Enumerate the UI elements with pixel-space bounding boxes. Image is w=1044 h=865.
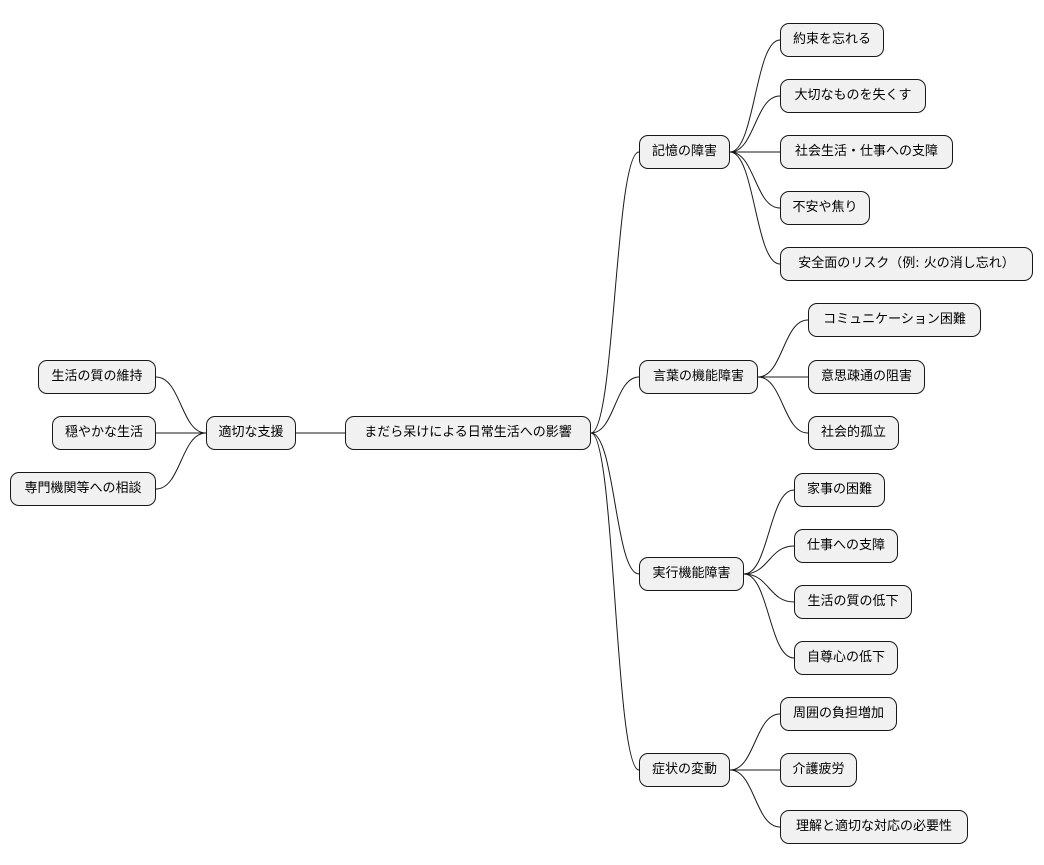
- connector-line: [757, 376, 809, 434]
- branch-node-support: 適切な支援: [206, 416, 296, 450]
- leaf-node: 理解と適切な対応の必要性: [780, 810, 968, 844]
- leaf-node: 意思疎通の阻害: [808, 360, 925, 394]
- leaf-node: 介護疲労: [780, 753, 857, 787]
- leaf-node: 社会生活・仕事への支障: [780, 135, 953, 169]
- connector-line: [590, 376, 640, 434]
- connector-line: [743, 573, 795, 659]
- leaf-node: 大切なものを失くす: [780, 79, 926, 113]
- leaf-node: 穏やかな生活: [52, 416, 156, 450]
- connector-line: [729, 151, 781, 265]
- leaf-node: 約束を忘れる: [780, 23, 884, 57]
- branch-node-executive: 実行機能障害: [639, 557, 744, 591]
- connector-line: [757, 319, 809, 378]
- branch-node-fluctuation: 症状の変動: [639, 753, 730, 787]
- leaf-node: 不安や焦り: [780, 191, 870, 225]
- branch-node-memory: 記憶の障害: [639, 135, 730, 169]
- connector-line: [590, 432, 640, 771]
- leaf-node: 仕事への支障: [794, 529, 898, 563]
- connector-line: [590, 432, 640, 575]
- connector-line: [729, 713, 781, 771]
- branch-node-language: 言葉の機能障害: [639, 360, 758, 394]
- connector-line: [155, 376, 207, 434]
- leaf-node: 生活の質の低下: [794, 585, 912, 619]
- connector-line: [155, 432, 207, 490]
- leaf-node: コミュニケーション困難: [808, 303, 981, 337]
- leaf-node: 周囲の負担増加: [780, 697, 897, 731]
- leaf-node: 家事の困難: [794, 473, 885, 507]
- connector-line: [743, 573, 795, 603]
- connector-line: [729, 95, 781, 153]
- connector-line: [743, 545, 795, 575]
- connector-line: [729, 769, 781, 828]
- leaf-node: 専門機関等への相談: [10, 472, 156, 506]
- connector-line: [729, 39, 781, 153]
- root-node: まだら呆けによる日常生活への影響: [345, 416, 591, 450]
- connector-line: [729, 151, 781, 209]
- connector-line: [590, 151, 640, 434]
- leaf-node: 自尊心の低下: [794, 641, 898, 675]
- leaf-node: 生活の質の維持: [38, 360, 156, 394]
- leaf-node: 社会的孤立: [808, 416, 899, 450]
- connector-line: [743, 489, 795, 575]
- leaf-node: 安全面のリスク（例: 火の消し忘れ）: [780, 247, 1033, 281]
